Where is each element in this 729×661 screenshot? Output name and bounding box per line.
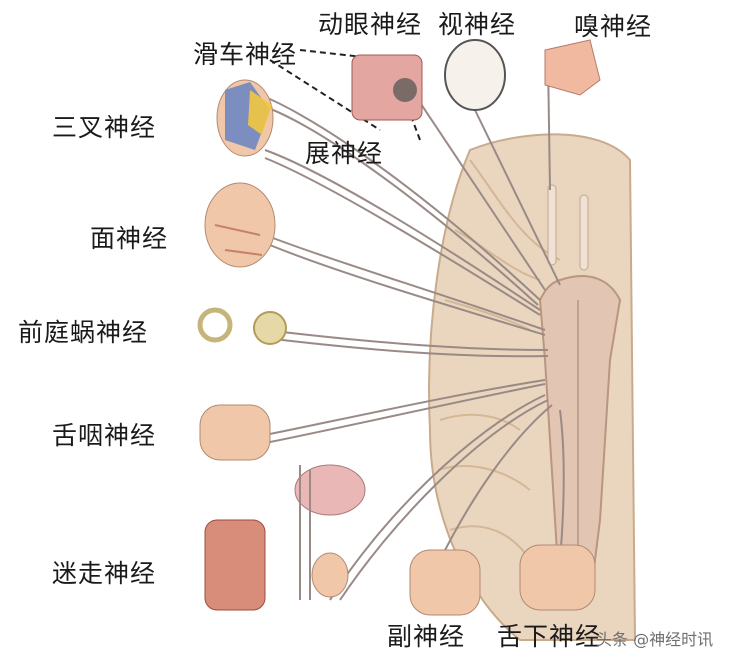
nerve-bundles bbox=[259, 59, 565, 601]
eye-muscle-figure bbox=[351, 54, 423, 121]
facial-head-figure bbox=[204, 182, 276, 268]
label-abducens: 展神经 bbox=[305, 139, 384, 168]
label-accessory: 副神经 bbox=[387, 622, 466, 651]
ear-figure bbox=[197, 307, 287, 345]
label-hypoglossal: 舌下神经 bbox=[497, 622, 602, 651]
vagus-organs-figure bbox=[204, 464, 366, 611]
hypoglossal-head-figure bbox=[519, 544, 596, 611]
watermark: 头条 @神经时讯 bbox=[596, 630, 714, 649]
label-trigeminal: 三叉神经 bbox=[52, 113, 157, 142]
olfactory-tracts bbox=[547, 184, 589, 271]
eyeball-figure bbox=[444, 39, 506, 111]
nose-figure bbox=[544, 39, 601, 96]
label-oculomotor: 动眼神经 bbox=[318, 10, 423, 39]
accessory-head-figure bbox=[409, 549, 481, 616]
label-olfactory: 嗅神经 bbox=[574, 12, 653, 41]
label-facial: 面神经 bbox=[90, 224, 169, 253]
label-optic: 视神经 bbox=[438, 10, 517, 39]
label-glossopharyngeal: 舌咽神经 bbox=[52, 421, 157, 450]
label-trochlear: 滑车神经 bbox=[193, 40, 298, 69]
trigeminal-head-figure bbox=[216, 79, 274, 157]
label-vestibulocochlear: 前庭蜗神经 bbox=[18, 318, 149, 347]
glossopharyngeal-figure bbox=[199, 404, 271, 461]
label-vagus: 迷走神经 bbox=[52, 559, 157, 588]
